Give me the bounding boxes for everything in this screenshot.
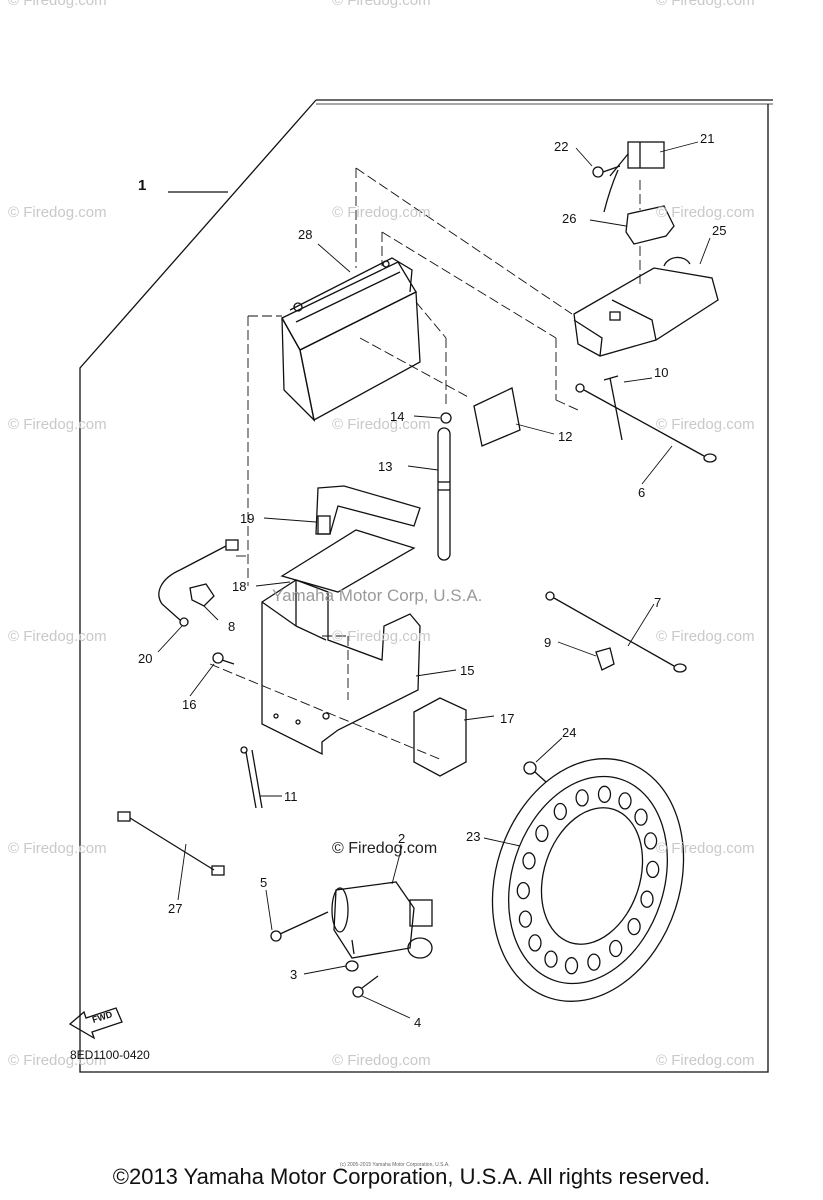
watermark: © Firedog.com: [656, 204, 755, 221]
ring-hole: [634, 808, 648, 826]
watermark: © Firedog.com: [8, 204, 107, 221]
ring-hole: [522, 852, 536, 870]
callout-7: 7: [654, 595, 662, 610]
ring-hole: [535, 824, 549, 843]
callout-11: 11: [284, 789, 298, 804]
cable-6: [575, 375, 717, 463]
battery-part: [281, 257, 421, 422]
watermark: © Firedog.com: [332, 1052, 431, 1069]
callout-18: 18: [232, 579, 247, 594]
callout-16: 16: [182, 697, 197, 712]
ring-hole: [597, 785, 612, 803]
pad-12: [473, 387, 521, 447]
ring-hole: [618, 792, 632, 810]
callout-12: 12: [558, 429, 573, 444]
bracket-15: [261, 579, 421, 756]
callout-13: 13: [378, 459, 393, 474]
band-19: [315, 485, 421, 535]
center-watermark: © Firedog.com: [332, 840, 438, 857]
callout-6: 6: [638, 485, 646, 500]
callout-25: 25: [712, 223, 727, 238]
pad-17: [413, 697, 467, 777]
watermark: © Firedog.com: [656, 628, 755, 645]
callout-2: 2: [398, 831, 406, 846]
callout-22: 22: [554, 139, 569, 154]
watermark: © Firedog.com: [8, 840, 107, 857]
watermark: © Firedog.com: [332, 416, 431, 433]
callout-26: 26: [562, 211, 577, 226]
watermark: © Firedog.com: [8, 0, 107, 9]
watermark: © Firedog.com: [656, 1052, 755, 1069]
watermark: © Firedog.com: [332, 628, 431, 645]
ring-hole: [553, 802, 567, 821]
fwd-arrow: [68, 1007, 123, 1040]
callout-15: 15: [460, 663, 475, 678]
ring-hole: [575, 789, 589, 807]
tube-13: [437, 427, 451, 561]
callout-24: 24: [562, 725, 577, 740]
callout-14: 14: [390, 409, 405, 424]
ring-hole: [587, 953, 601, 971]
bolt-4: [352, 975, 379, 998]
bolt-24: [523, 761, 547, 783]
callout-21: 21: [700, 131, 715, 146]
bracket-26: [625, 205, 675, 245]
ring-hole: [544, 950, 558, 968]
manufacturer-watermark: Yamaha Motor Corp, U.S.A.: [272, 586, 483, 605]
ring-hole: [518, 910, 533, 928]
callout-8: 8: [228, 619, 236, 634]
watermark: © Firedog.com: [656, 0, 755, 9]
ring-hole: [528, 934, 542, 952]
callout-1: 1: [138, 177, 147, 194]
ring-hole: [564, 957, 579, 975]
callout-3: 3: [290, 967, 298, 982]
ring-hole: [646, 860, 660, 879]
ring-hole: [627, 917, 641, 936]
ring-hole: [609, 939, 623, 958]
ring-hole: [643, 832, 658, 850]
starter-motor: [331, 881, 433, 959]
bolt-5: [270, 911, 329, 942]
relay-part: [603, 141, 665, 213]
watermark: © Firedog.com: [8, 628, 107, 645]
bolt-16: [212, 652, 235, 665]
bolt-22: [592, 165, 621, 178]
ring-hole: [516, 881, 530, 900]
rod-11: [240, 746, 263, 809]
cover-part: [573, 256, 719, 357]
clamp-8: [189, 583, 215, 607]
watermark: © Firedog.com: [8, 416, 107, 433]
callout-28: 28: [298, 227, 313, 242]
callout-10: 10: [654, 365, 669, 380]
callout-17: 17: [500, 711, 515, 726]
diagram-code: 8ED1100-0420: [70, 1048, 150, 1062]
callout-19: 19: [240, 511, 255, 526]
callout-4: 4: [414, 1015, 422, 1030]
sensor-ring: [491, 758, 685, 1002]
callout-23: 23: [466, 829, 481, 844]
watermark: © Firedog.com: [656, 416, 755, 433]
watermark: © Firedog.com: [656, 840, 755, 857]
footer-small-copyright: (c) 2005-2015 Yamaha Motor Corporation, …: [340, 1162, 450, 1168]
watermark: © Firedog.com: [8, 1052, 107, 1069]
cable-7: [545, 591, 687, 673]
sheet-18: [280, 529, 416, 593]
ring-hole: [640, 890, 654, 908]
clip-9: [595, 647, 615, 671]
callout-27: 27: [168, 901, 183, 916]
harness-27: [117, 811, 225, 876]
watermark: © Firedog.com: [332, 204, 431, 221]
callout-5: 5: [260, 875, 268, 890]
footer-copyright: ©2013 Yamaha Motor Corporation, U.S.A. A…: [112, 1164, 711, 1189]
watermark: © Firedog.com: [332, 0, 431, 9]
lead-20: [158, 539, 239, 627]
callout-9: 9: [544, 635, 552, 650]
callout-20: 20: [138, 651, 153, 666]
